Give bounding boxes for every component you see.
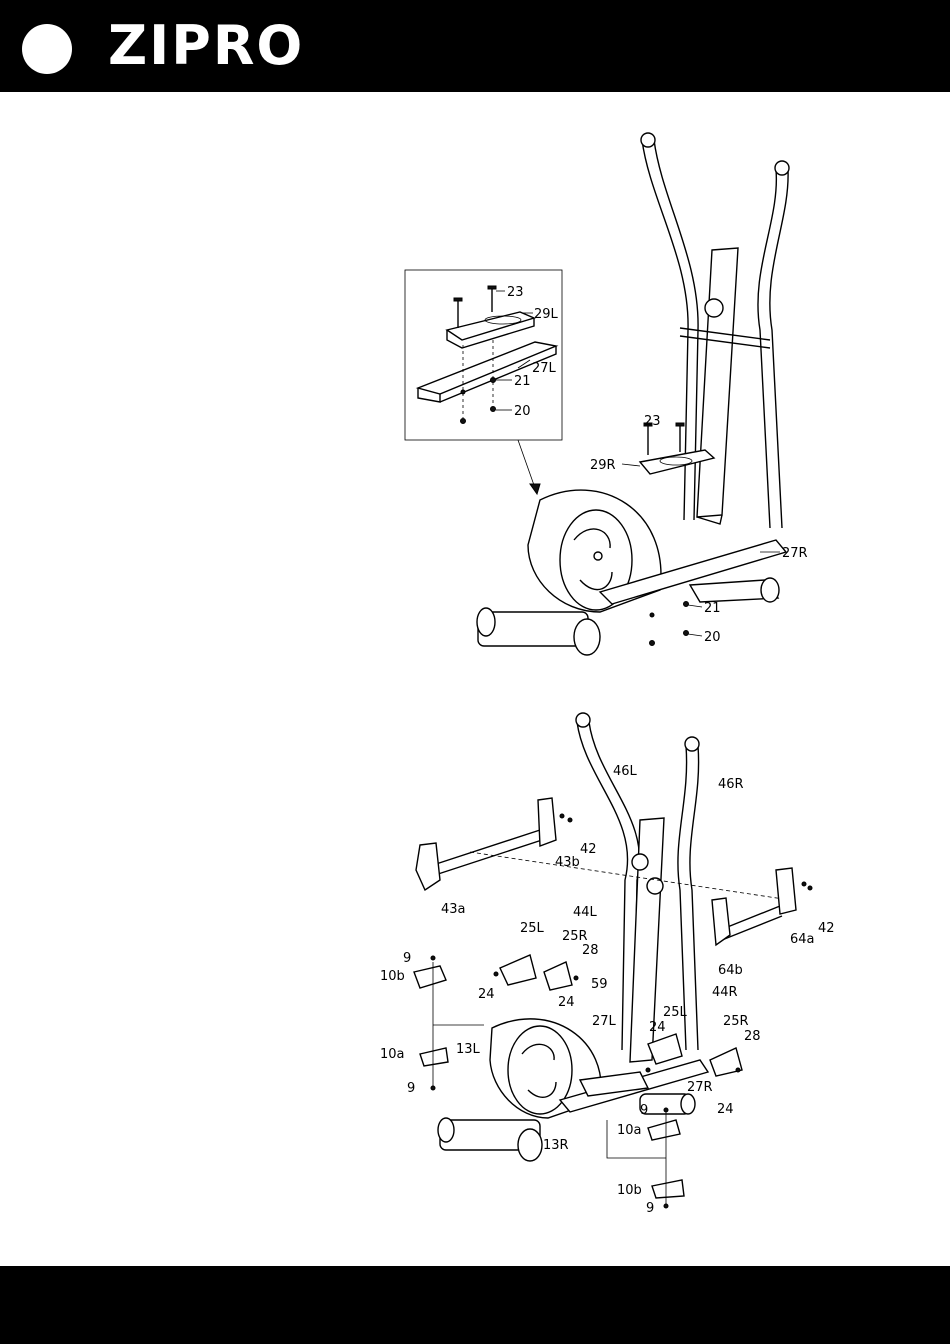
callout-label: 29L (534, 307, 559, 322)
cap-10a-right (648, 1120, 680, 1140)
part-64a (776, 868, 796, 914)
callout-label: 21 (704, 601, 721, 616)
cap-10b-right (652, 1180, 684, 1198)
callout-label: 59 (591, 977, 608, 992)
assembly-diagrams: 23 29L 27L 21 20 23 29R 27R 21 20 (0, 0, 950, 1266)
cap-10b-left (414, 966, 446, 988)
callout-label: 25R (723, 1014, 749, 1029)
detail-inset-box (405, 270, 562, 440)
callout-label: 10a (380, 1047, 405, 1062)
callout-label: 23 (644, 414, 661, 429)
callout-label: 10b (380, 969, 405, 984)
callout-label: 27R (782, 546, 808, 561)
callout-label: 9 (407, 1081, 415, 1096)
footer-bar (0, 1266, 950, 1344)
callout-label: 21 (514, 374, 531, 389)
callout-label: 9 (403, 951, 411, 966)
callout-label: 28 (582, 943, 599, 958)
callout-label: 42 (818, 921, 835, 936)
callout-label: 10a (617, 1123, 642, 1138)
callout-label: 44L (573, 905, 598, 920)
callout-label: 27L (592, 1014, 617, 1029)
clamp-25r (544, 962, 572, 990)
callout-label: 10b (617, 1183, 642, 1198)
callout-label: 43b (555, 855, 580, 870)
callout-label: 23 (507, 285, 524, 300)
inset-pedal-29l (447, 312, 534, 340)
callout-label: 24 (478, 987, 495, 1002)
callout-label: 64a (790, 932, 815, 947)
callout-label: 42 (580, 842, 597, 857)
callout-label: 25R (562, 929, 588, 944)
callout-label: 27L (532, 361, 557, 376)
callout-label: 29R (590, 458, 616, 473)
callout-label: 46L (613, 764, 638, 779)
callout-label: 13R (543, 1138, 569, 1153)
callout-label: 9 (646, 1201, 654, 1216)
callout-label: 25L (520, 921, 545, 936)
clamp-25l (500, 955, 536, 985)
callout-label: 43a (441, 902, 466, 917)
callout-label: 27R (687, 1080, 713, 1095)
bottom-assembly-diagram: 46L 46R 42 43b 43a 44L 64a 42 25L 25R 28… (380, 713, 835, 1216)
callout-label: 9 (640, 1103, 648, 1118)
callout-label: 20 (514, 404, 531, 419)
callout-label: 44R (712, 985, 738, 1000)
callout-label: 64b (718, 963, 743, 978)
callout-label: 46R (718, 777, 744, 792)
callout-label: 24 (649, 1020, 666, 1035)
callout-label: 24 (558, 995, 575, 1010)
callout-label: 20 (704, 630, 721, 645)
callout-label: 13L (456, 1042, 481, 1057)
central-mast (697, 248, 738, 517)
cap-10a-left (420, 1048, 448, 1066)
part-43a (416, 843, 440, 890)
callout-label: 24 (717, 1102, 734, 1117)
top-assembly-diagram: 23 29L 27L 21 20 23 29R 27R 21 20 (405, 133, 808, 655)
callout-label: 25L (663, 1005, 688, 1020)
part-43b (538, 798, 556, 846)
callout-label: 28 (744, 1029, 761, 1044)
